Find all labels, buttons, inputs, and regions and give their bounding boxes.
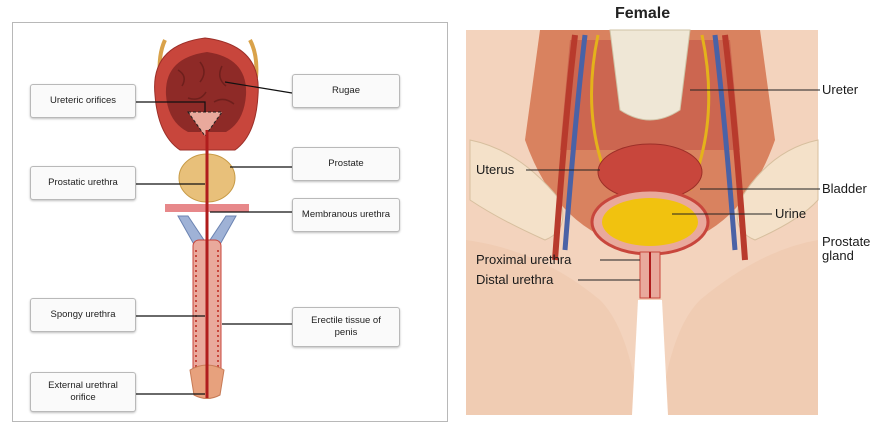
label-urine: Urine: [775, 207, 806, 221]
urine-fill: [602, 198, 698, 246]
label-distal-urethra: Distal urethra: [476, 273, 553, 287]
label-prostate-gland: Prostate gland: [822, 235, 880, 263]
sacrum: [610, 30, 690, 120]
label-proximal-urethra: Proximal urethra: [476, 253, 571, 267]
label-ureter: Ureter: [822, 83, 858, 97]
label-bladder: Bladder: [822, 182, 867, 196]
label-uterus: Uterus: [476, 163, 514, 177]
